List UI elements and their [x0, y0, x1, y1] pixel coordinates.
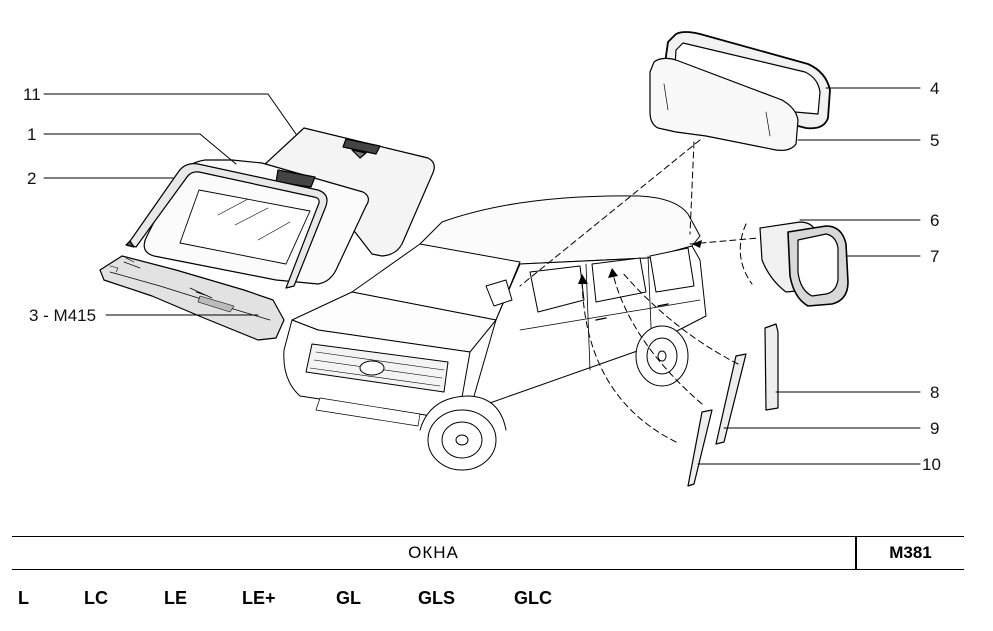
leader-lines — [43, 87, 921, 465]
part-3-cowl-panel — [99, 255, 285, 341]
callout-10: 10 — [922, 455, 941, 474]
callout-11: 11 — [23, 85, 41, 104]
page-code: M381 — [889, 543, 932, 562]
callout-1: 1 — [27, 125, 36, 144]
callout-5: 5 — [930, 131, 939, 150]
callout-6: 6 — [930, 211, 939, 230]
trim-level-le: LE — [164, 588, 188, 608]
installation-arrows — [519, 139, 759, 443]
part-9-pillar-trim — [715, 353, 747, 445]
callout-3-m415: 3 - M415 — [29, 306, 96, 325]
title-divider — [855, 537, 857, 569]
part-8-pillar-trim — [764, 323, 779, 411]
page-title: ОКНА — [408, 543, 459, 562]
trim-level-glc: GLC — [514, 588, 552, 608]
part-7-quarter-glass-frame — [787, 225, 849, 307]
trim-level-lc: LC — [84, 588, 108, 608]
callout-9: 9 — [930, 419, 939, 438]
vehicle-outline — [283, 195, 707, 471]
trim-level-l: L — [18, 588, 29, 608]
part-5-tailgate-glass — [649, 57, 799, 151]
callout-2: 2 — [27, 169, 36, 188]
callout-8: 8 — [930, 383, 939, 402]
trim-level-gls: GLS — [418, 588, 456, 608]
part-2-windshield-seal — [125, 163, 328, 289]
title-bar: ОКНА M381 — [12, 536, 964, 570]
parts-diagram: 11 1 2 3 - M415 4 5 6 7 8 9 10 — [23, 31, 941, 487]
trim-level-le-plus: LE+ — [242, 588, 276, 608]
part-10-pillar-trim — [687, 409, 713, 487]
callout-7: 7 — [930, 247, 939, 266]
trim-level-gl: GL — [336, 588, 361, 608]
callout-4: 4 — [930, 79, 939, 98]
